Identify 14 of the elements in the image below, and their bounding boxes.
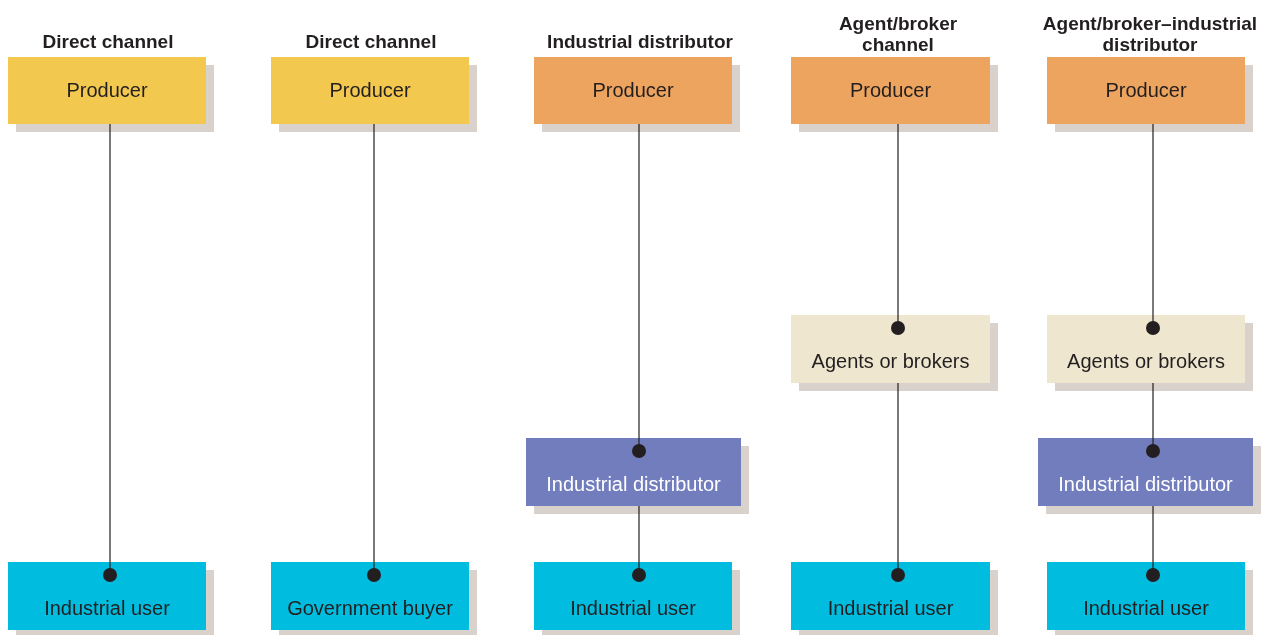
connector-line [890,382,906,583]
connector-line [1145,123,1161,336]
connector-line [631,505,647,583]
connector-line [366,123,382,583]
connector-line [102,123,118,583]
connector-line [1145,505,1161,583]
column-heading: Agent/broker–industrial distributor [1041,13,1259,55]
column-heading: Industrial distributor [546,31,734,52]
connector-line [631,123,647,459]
column-heading: Agent/broker channel [837,13,959,55]
connector-line [1145,382,1161,459]
column-heading: Direct channel [304,31,438,52]
connector-line [890,123,906,336]
column-heading: Direct channel [41,31,175,52]
